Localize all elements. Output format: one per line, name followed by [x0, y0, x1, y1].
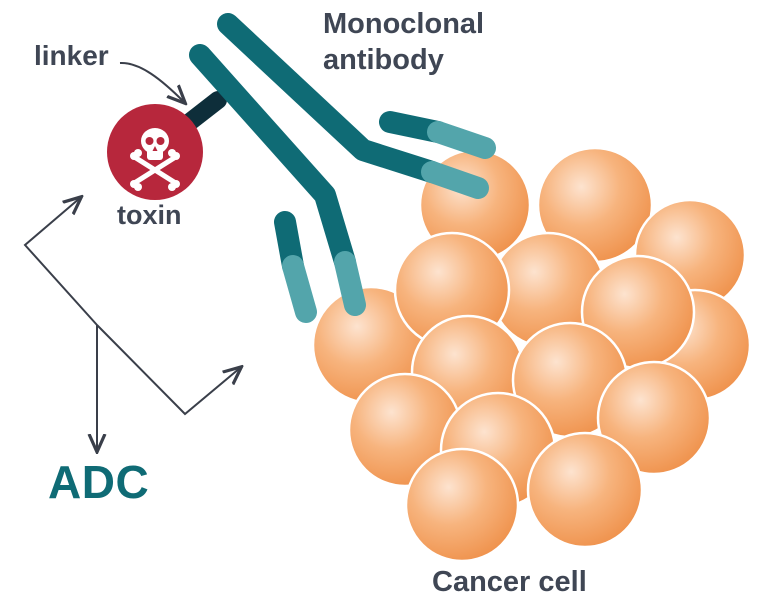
antibody-heavy-chain-right — [217, 13, 443, 183]
annotation-arrows — [23, 61, 240, 450]
cancer-cell — [404, 447, 520, 563]
antibody-heavy-chain-left-tip — [334, 251, 366, 316]
adc-bracket-lower — [96, 324, 240, 416]
antibody-light-chain-right-tip — [427, 121, 496, 159]
skull-crossbones-icon — [130, 128, 180, 191]
toxin-payload — [107, 104, 203, 200]
toxin-label: toxin — [117, 200, 182, 230]
cancer-cell — [596, 360, 712, 476]
adc-bracket-upper — [23, 198, 98, 326]
cancer-cell — [526, 431, 644, 549]
linker-label: linker — [34, 40, 109, 71]
adc-label: ADC — [48, 456, 150, 508]
cancer-cell-cluster — [311, 146, 752, 563]
antibody-label: Monoclonal antibody — [323, 6, 484, 78]
antibody-label-line2: antibody — [323, 44, 444, 76]
antibody-heavy-chain-right-tip — [421, 161, 489, 199]
linker-pointer-arrow — [119, 61, 184, 102]
antibody-label-line1: Monoclonal — [323, 8, 485, 40]
cancer-cell-label: Cancer cell — [432, 566, 587, 598]
antibody-heavy-chain-left — [189, 44, 356, 273]
monoclonal-antibody — [189, 13, 496, 323]
antibody-light-chain-left-tip — [282, 255, 317, 323]
